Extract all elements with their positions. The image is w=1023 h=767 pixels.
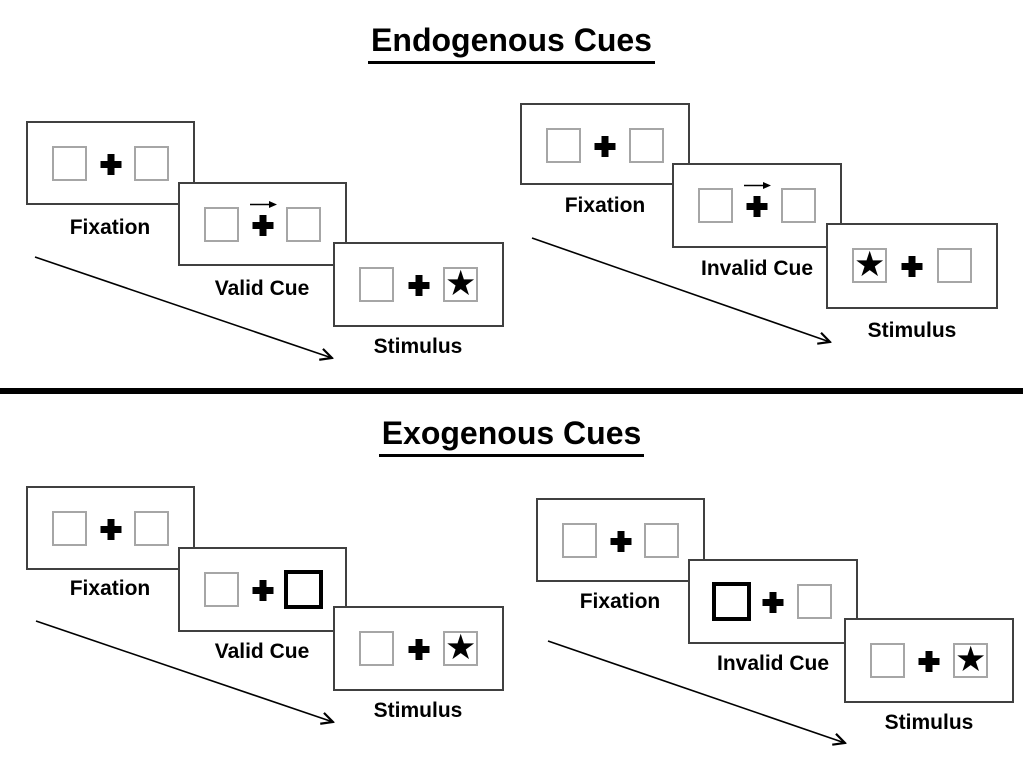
time-arrow-icon	[531, 237, 840, 351]
box-right	[286, 207, 321, 242]
fixation-cross-icon	[252, 215, 273, 236]
box-left	[698, 188, 733, 223]
box-left	[546, 128, 581, 163]
time-arrow-icon	[34, 256, 343, 368]
time-arrow-icon	[35, 620, 344, 732]
box-right	[134, 511, 169, 546]
box-left	[359, 267, 394, 302]
valid-cue-panel	[178, 182, 347, 266]
panel-label: Fixation	[579, 590, 661, 613]
box-right	[781, 188, 816, 223]
fixation-panel	[536, 498, 705, 582]
invalid-cue-panel	[688, 559, 858, 644]
fixation-cross-icon	[408, 275, 429, 296]
panel-label: Stimulus	[867, 319, 957, 342]
fixation-cross-icon	[100, 154, 121, 175]
fixation-cross-icon	[746, 196, 768, 217]
fixation-panel	[26, 121, 195, 205]
star-target-icon: ★	[852, 245, 887, 284]
highlighted-cue-box	[284, 570, 323, 609]
panel-label: Invalid Cue	[700, 257, 814, 280]
panel-label: Fixation	[564, 194, 646, 217]
section-title-text: Exogenous Cues	[378, 415, 645, 457]
star-target-icon: ★	[953, 640, 988, 679]
section-divider	[0, 388, 1023, 394]
star-target-icon: ★	[443, 264, 478, 303]
fixation-cross-icon	[408, 639, 429, 660]
cue-arrow-icon	[744, 182, 771, 189]
box-right	[797, 584, 832, 619]
panel-label: Fixation	[69, 216, 151, 239]
fixation-cross-icon	[901, 256, 923, 277]
panel-label: Stimulus	[373, 699, 463, 722]
stimulus-panel: ★	[333, 242, 504, 327]
panel-label: Fixation	[69, 577, 151, 600]
box-right	[629, 128, 664, 163]
panel-label: Stimulus	[884, 711, 974, 734]
section-title-text: Endogenous Cues	[368, 22, 655, 64]
fixation-cross-icon	[918, 651, 940, 672]
section-title-exogenous: Exogenous Cues	[0, 415, 1023, 457]
fixation-panel	[520, 103, 690, 185]
fixation-cross-icon	[100, 519, 121, 540]
invalid-cue-panel	[672, 163, 842, 248]
star-target-icon: ★	[443, 628, 478, 667]
box-right	[644, 523, 679, 558]
panel-label: Stimulus	[373, 335, 463, 358]
panel-label: Invalid Cue	[716, 652, 830, 675]
panel-label: Valid Cue	[214, 640, 310, 663]
box-left	[359, 631, 394, 666]
fixation-panel	[26, 486, 195, 570]
box-left	[870, 643, 905, 678]
fixation-cross-icon	[252, 580, 273, 601]
fixation-cross-icon	[610, 531, 631, 552]
box-left	[204, 207, 239, 242]
box-left	[204, 572, 239, 607]
stimulus-panel: ★	[333, 606, 504, 691]
stimulus-panel: ★	[826, 223, 998, 309]
stimulus-panel: ★	[844, 618, 1014, 703]
box-right	[937, 248, 972, 283]
box-left	[52, 511, 87, 546]
box-left	[52, 146, 87, 181]
panel-label: Valid Cue	[214, 277, 310, 300]
box-left	[562, 523, 597, 558]
time-arrow-icon	[547, 640, 856, 752]
fixation-cross-icon	[762, 592, 784, 613]
section-title-endogenous: Endogenous Cues	[0, 22, 1023, 64]
highlighted-cue-box	[712, 582, 751, 621]
fixation-cross-icon	[594, 136, 616, 157]
box-right	[134, 146, 169, 181]
cue-arrow-icon	[249, 201, 277, 208]
valid-cue-panel	[178, 547, 347, 632]
